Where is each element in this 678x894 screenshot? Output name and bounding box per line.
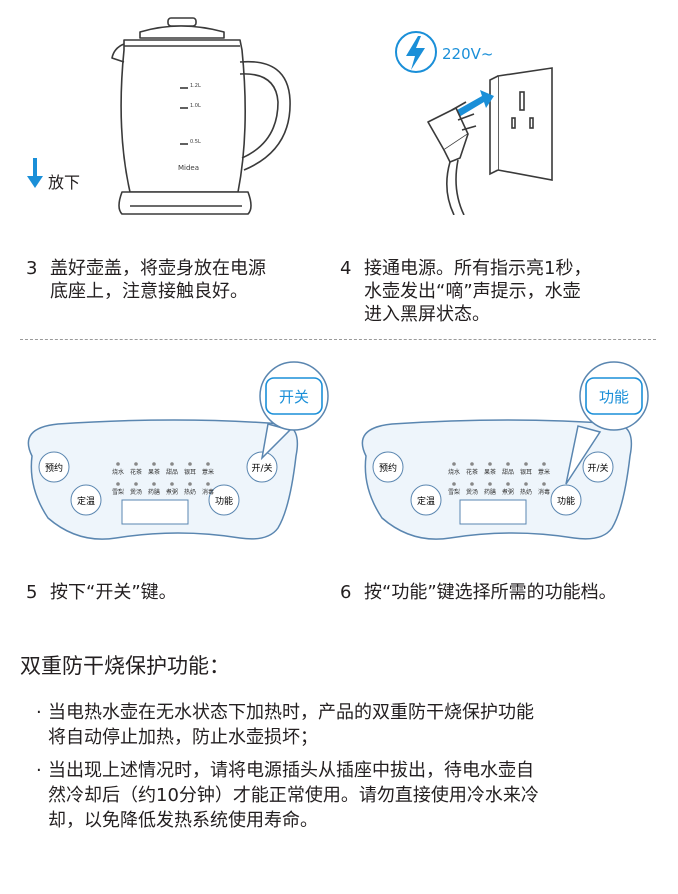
bullet-item: · 当出现上述情况时，请将电源插头从插座中拔出，待电水壶自 然冷却后（约10分钟… — [36, 758, 668, 833]
section-title: 双重防干烧保护功能： — [20, 654, 230, 678]
indicator-label: 薏米 — [538, 468, 550, 476]
indicator-label: 薏米 — [202, 468, 214, 476]
scale-mark: 1.0L — [190, 103, 201, 109]
kettle-brand-logo: Midea — [178, 164, 199, 172]
indicator-label: 烧水 — [448, 468, 460, 476]
reserve-button-label: 预约 — [379, 462, 397, 474]
indicator-label: 消毒 — [202, 488, 214, 496]
reserve-button-label: 预约 — [45, 462, 63, 474]
scale-mark: 1.2L — [190, 83, 201, 89]
bullet-line: 然冷却后（约10分钟）才能正常使用。请勿直接使用冷水来冷 — [48, 785, 539, 806]
lightning-icon — [395, 31, 437, 73]
step-number: 4 — [340, 258, 352, 279]
indicator-label: 果茶 — [484, 468, 496, 476]
indicator-label: 药膳 — [148, 488, 160, 496]
bullet-item: · 当电热水壶在无水状态下加热时，产品的双重防干烧保护功能 将自动停止加热，防止… — [36, 700, 668, 750]
indicator-label: 雪梨 — [112, 488, 124, 496]
callout-power: 开关 — [279, 388, 309, 406]
function-button-label: 功能 — [215, 495, 233, 507]
indicator-label: 银耳 — [520, 468, 532, 476]
indicator-label: 消毒 — [538, 488, 550, 496]
step-text: 接通电源。所有指示亮1秒， — [364, 258, 592, 279]
indicator-label: 果茶 — [148, 468, 160, 476]
keep-warm-button-label: 定温 — [77, 495, 95, 507]
outlet-illustration: 220V~ — [395, 31, 553, 215]
control-panel-function: 预约 定温 开/关 功能 烧水 花茶 果茶 甜品 银耳 薏米 雪梨 煲汤 药膳 … — [361, 361, 649, 540]
indicator-label: 热奶 — [520, 488, 532, 496]
power-button-label: 开/关 — [251, 462, 272, 474]
step-text: 按“功能”键选择所需的功能档。 — [364, 582, 617, 603]
callout-function: 功能 — [599, 388, 629, 406]
scale-mark: 0.5L — [190, 139, 201, 145]
step-5: 5 按下“开关”键。 — [26, 581, 326, 604]
step-number: 6 — [340, 582, 352, 603]
indicator-label: 甜品 — [166, 468, 178, 476]
step-6: 6 按“功能”键选择所需的功能档。 — [340, 581, 670, 604]
step-text: 进入黑屏状态。 — [364, 304, 490, 325]
step-text: 按下“开关”键。 — [50, 582, 177, 603]
power-button-label: 开/关 — [587, 462, 608, 474]
indicator-label: 煮粥 — [166, 488, 178, 496]
bullet-line: 却，以免降低发热系统使用寿命。 — [48, 810, 318, 831]
indicator-label: 烧水 — [112, 468, 124, 476]
indicator-label: 煲汤 — [130, 488, 142, 496]
indicator-label: 煮粥 — [502, 488, 514, 496]
indicator-label: 银耳 — [184, 468, 196, 476]
indicator-label: 药膳 — [484, 488, 496, 496]
down-arrow-icon — [27, 158, 43, 188]
keep-warm-button-label: 定温 — [417, 495, 435, 507]
step-text: 盖好壶盖，将壶身放在电源 — [50, 258, 266, 279]
indicator-label: 煲汤 — [466, 488, 478, 496]
control-panel-power: 预约 定温 开/关 功能 烧水 花茶 果茶 甜品 银耳 薏米 雪梨 煲汤 药膳 … — [27, 361, 329, 540]
step-4: 4 接通电源。所有指示亮1秒， 水壶发出“嘀”声提示，水壶 进入黑屏状态。 — [340, 257, 660, 326]
step-text: 底座上，注意接触良好。 — [50, 281, 248, 302]
indicator-label: 甜品 — [502, 468, 514, 476]
section-divider — [20, 339, 656, 340]
put-down-label: 放下 — [48, 173, 80, 192]
step-text: 水壶发出“嘀”声提示，水壶 — [364, 281, 581, 302]
bullet-dot: · — [36, 702, 42, 723]
kettle-illustration: 1.2L 1.0L 0.5L Midea 放下 — [27, 17, 291, 215]
bullet-dot: · — [36, 760, 42, 781]
indicator-label: 花茶 — [130, 468, 142, 476]
voltage-label: 220V~ — [442, 45, 493, 63]
indicator-label: 雪梨 — [448, 488, 460, 496]
indicator-label: 热奶 — [184, 488, 196, 496]
indicator-label: 花茶 — [466, 468, 478, 476]
bullet-line: 当出现上述情况时，请将电源插头从插座中拔出，待电水壶自 — [48, 760, 534, 781]
function-button-label: 功能 — [557, 495, 575, 507]
step-number: 5 — [26, 582, 38, 603]
step-3: 3 盖好壶盖，将壶身放在电源 底座上，注意接触良好。 — [26, 257, 326, 303]
bullet-line: 当电热水壶在无水状态下加热时，产品的双重防干烧保护功能 — [48, 702, 534, 723]
bullet-line: 将自动停止加热，防止水壶损坏； — [48, 727, 318, 748]
step-number: 3 — [26, 258, 38, 279]
